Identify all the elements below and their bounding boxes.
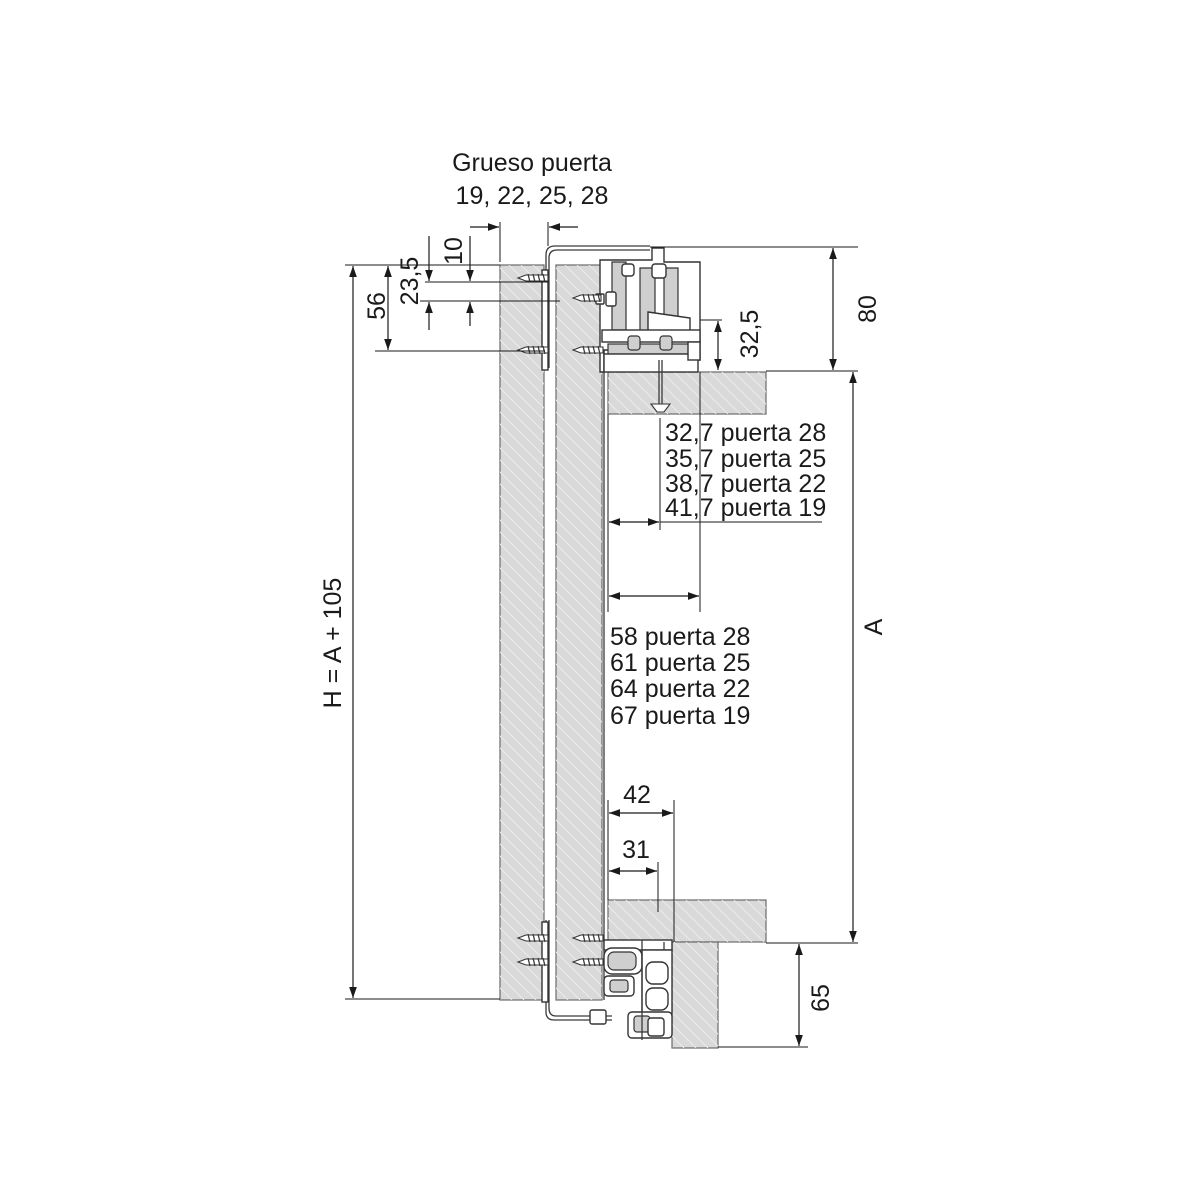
outer-door-panel — [499, 264, 545, 1001]
top-fixing-screw — [649, 360, 672, 413]
mid-offset-row-3: 64 puerta 22 — [610, 675, 750, 703]
top-offset-row-3: 38,7 puerta 22 — [665, 470, 826, 498]
mid-offset-row-4: 67 puerta 19 — [610, 702, 750, 730]
door-thickness-title: Grueso puerta — [452, 149, 612, 177]
dim-65-label: 65 — [807, 984, 835, 1012]
bottom-cabinet-panel — [607, 899, 767, 943]
dim-56-label: 56 — [363, 292, 391, 320]
screw — [516, 957, 549, 967]
top-offset-row-1: 32,7 puerta 28 — [665, 419, 826, 447]
inner-door-panel — [555, 264, 603, 1001]
fixing-screws — [516, 273, 604, 967]
dim-32-5-label: 32,5 — [736, 310, 764, 359]
screw — [516, 273, 549, 283]
top-offset-row-4: 41,7 puerta 19 — [665, 494, 826, 522]
bottom-guide-profile — [589, 939, 673, 1040]
screw — [571, 293, 602, 303]
dim-10-label: 10 — [440, 237, 468, 265]
mid-offset-row-2: 61 puerta 25 — [610, 649, 750, 677]
dim-31-label: 31 — [622, 836, 650, 864]
dim-42-label: 42 — [623, 781, 651, 809]
top-offset-row-2: 35,7 puerta 25 — [665, 445, 826, 473]
dim-a-label: A — [860, 618, 888, 635]
screw — [571, 957, 604, 967]
dim-23-5-label: 23,5 — [396, 257, 424, 306]
top-cabinet-panel — [607, 371, 767, 415]
door-thickness-values: 19, 22, 25, 28 — [456, 182, 609, 210]
bottom-side-block — [671, 941, 719, 1049]
dimension-lines — [345, 222, 858, 1048]
screw — [571, 345, 604, 355]
mid-offset-row-1: 58 puerta 28 — [610, 623, 750, 651]
top-track-profile — [595, 247, 701, 373]
screw — [516, 933, 549, 943]
height-formula-label: H = A + 105 — [319, 578, 347, 709]
dim-80-label: 80 — [854, 295, 882, 323]
screw — [571, 933, 604, 943]
